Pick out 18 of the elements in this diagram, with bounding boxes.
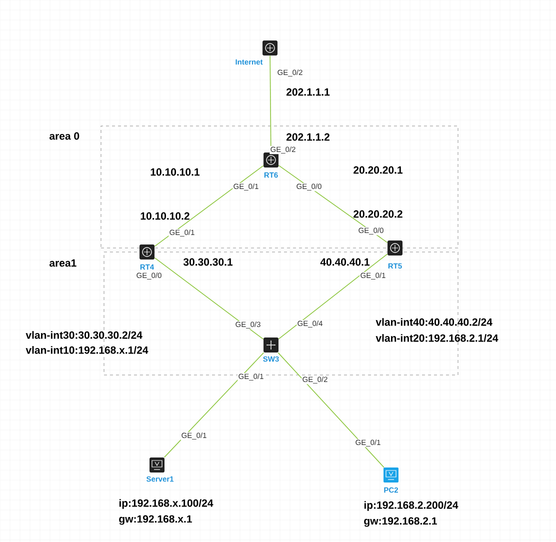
ip-address: 20.20.20.1 bbox=[354, 166, 402, 174]
address-note: vlan-int40:40.40.40.2/24 bbox=[376, 318, 492, 326]
address-note: vlan-int20:192.168.2.1/24 bbox=[376, 334, 498, 342]
address-note: ip:192.168.x.100/24 bbox=[119, 499, 214, 509]
link-line bbox=[278, 352, 384, 468]
ip-address: 202.1.1.1 bbox=[286, 88, 330, 96]
address-note: ip:192.168.2.200/24 bbox=[364, 501, 458, 511]
address-note: gw:192.168.2.1 bbox=[364, 517, 437, 527]
address-note: gw:192.168.x.1 bbox=[119, 515, 192, 525]
ip-address: 10.10.10.1 bbox=[150, 168, 200, 176]
area-label: area 0 bbox=[50, 132, 80, 140]
ip-address: 30.30.30.1 bbox=[183, 258, 232, 266]
area-label: area1 bbox=[50, 259, 76, 267]
address-note: vlan-int10:192.168.x.1/24 bbox=[26, 346, 148, 354]
address-note: vlan-int30:30.30.30.2/24 bbox=[26, 331, 142, 339]
ip-address: 40.40.40.1 bbox=[320, 258, 370, 266]
link-line bbox=[278, 254, 388, 340]
link-line bbox=[154, 257, 264, 340]
